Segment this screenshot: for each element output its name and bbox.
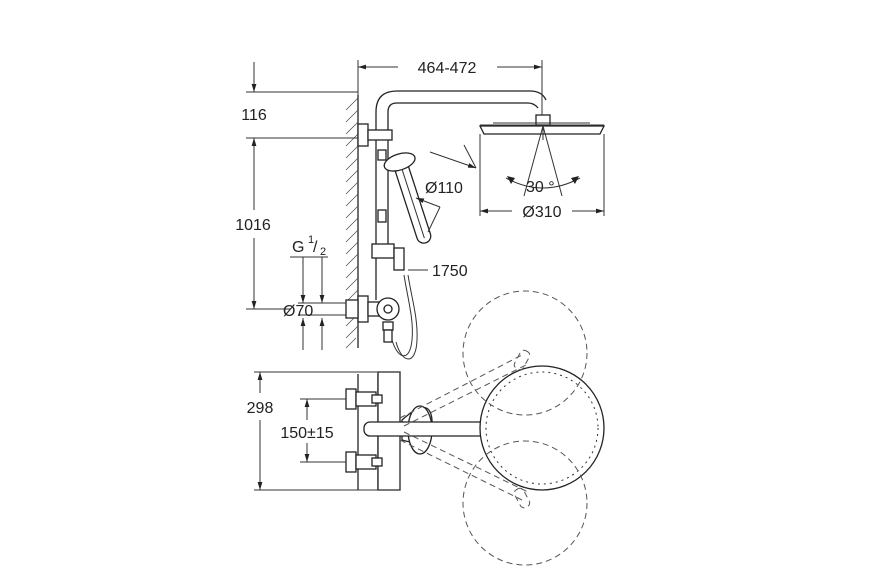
dimension-arm-length: 464-472 [357,60,543,115]
thread-label: G [292,239,304,256]
dimension-tilt-angle: 30 ° [505,125,581,197]
shower-column [345,90,547,360]
svg-text:/: / [313,239,318,256]
head-height-label: 116 [241,107,267,124]
head-diameter-label: Ø310 [522,204,561,221]
head-shower-side [478,114,606,140]
rail-height-label: 1016 [235,217,271,234]
thread-numerator: 1 [308,234,314,246]
center-distance-label: 150±15 [280,425,333,442]
inlet-diameter-label: Ø70 [283,303,313,320]
dimension-hand-shower-diameter: Ø110 [415,144,477,233]
thermostat-height-label: 298 [247,400,274,417]
dimension-hose-length: 1750 [408,263,468,280]
dimension-center-distance: 150±15 [280,398,346,463]
swivel-range [399,290,588,566]
dimension-head-diameter: Ø310 [479,134,605,221]
dimension-inlet-diameter: Ø70 [283,303,325,350]
thread-denominator: 2 [320,246,326,258]
arm-length-label: 464-472 [418,60,477,77]
tilt-angle-label: 30 ° [526,179,555,196]
thread-callout: G 1 / 2 [290,234,346,316]
dimension-head-height: 116 [241,62,358,139]
dimension-rail-height: 1016 [235,138,290,310]
hand-shower-diameter-label: Ø110 [425,180,463,197]
head-shower-top [479,365,605,491]
dimension-thermostat-height: 298 [247,371,400,491]
hose-length-label: 1750 [432,263,468,280]
hand-shower [383,152,432,244]
top-view-wall [345,371,547,491]
